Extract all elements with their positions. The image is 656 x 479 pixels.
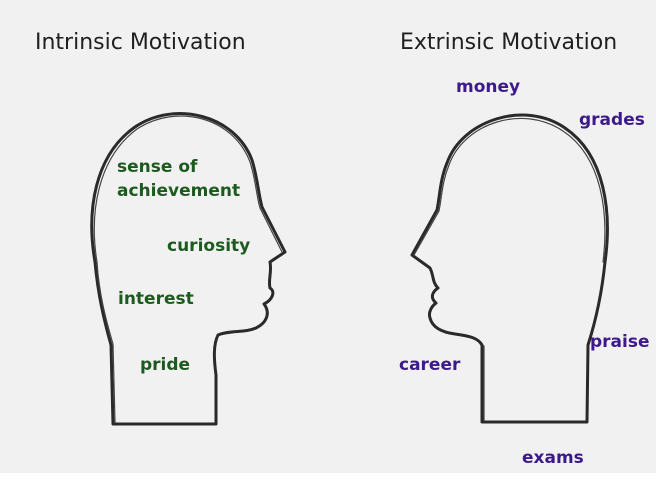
word-career: career bbox=[399, 355, 461, 375]
word-exams: exams bbox=[522, 448, 584, 468]
word-achievement: achievement bbox=[117, 181, 241, 201]
left-head-sketch-line bbox=[93, 115, 283, 423]
word-praise: praise bbox=[590, 332, 650, 352]
left-head-outline bbox=[90, 112, 287, 426]
word-grades: grades bbox=[579, 110, 645, 130]
word-sense-of: sense of bbox=[117, 157, 198, 177]
bottom-border bbox=[0, 473, 656, 479]
extrinsic-heading: Extrinsic Motivation bbox=[400, 30, 618, 55]
right-head-outline bbox=[410, 113, 609, 424]
word-curiosity: curiosity bbox=[167, 236, 251, 256]
intrinsic-heading: Intrinsic Motivation bbox=[35, 30, 246, 55]
word-interest: interest bbox=[118, 289, 194, 309]
word-pride: pride bbox=[140, 355, 191, 375]
right-head-sketch-line bbox=[413, 117, 606, 421]
word-money: money bbox=[456, 77, 521, 97]
